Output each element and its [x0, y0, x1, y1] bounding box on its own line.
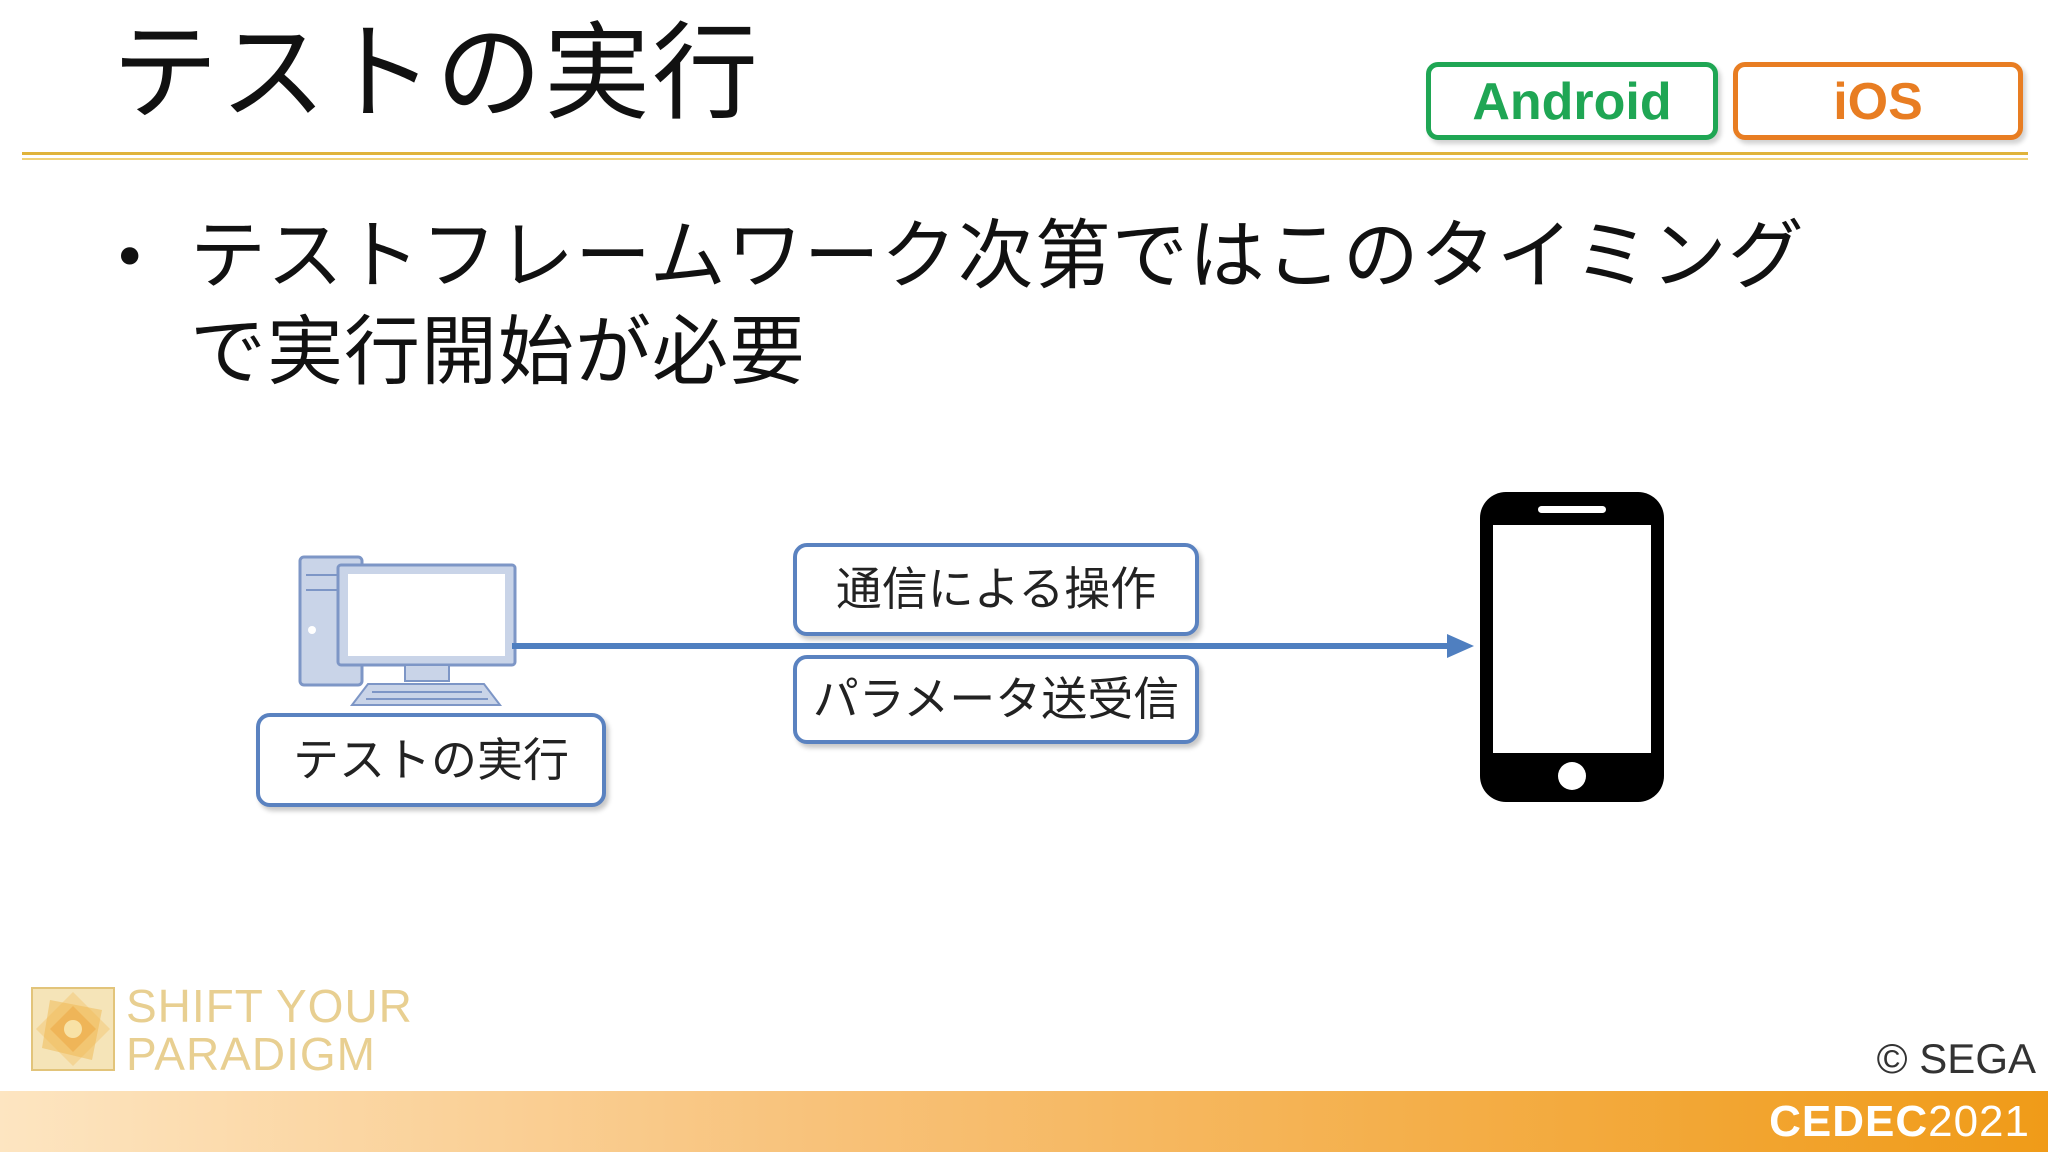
title-divider-secondary	[22, 158, 2028, 160]
bullet-marker: •	[112, 223, 148, 293]
brand-tagline: SHIFT YOUR PARADIGM	[126, 982, 413, 1078]
smartphone-icon	[1480, 492, 1664, 802]
brand-line-2: PARADIGM	[126, 1028, 376, 1080]
event-year: 2021	[1928, 1097, 2030, 1146]
shift-your-paradigm-logo: SHIFT YOUR PARADIGM	[30, 982, 412, 1080]
parameter-exchange-label: パラメータ送受信	[793, 655, 1199, 744]
title-divider	[22, 152, 2028, 155]
copyright-notice: © SEGA	[1876, 1035, 2036, 1082]
communication-arrow	[512, 634, 1474, 658]
cedec-logo: CEDEC2021	[1769, 1098, 2030, 1146]
ios-tag: iOS	[1733, 62, 2023, 140]
android-tag: Android	[1426, 62, 1718, 140]
spiral-logo-icon	[31, 987, 115, 1071]
test-execution-label: テストの実行	[256, 713, 606, 807]
bullet-text: テストフレームワーク次第ではこのタイミング で実行開始が必要	[190, 208, 1910, 400]
bullet-line-2: で実行開始が必要	[190, 307, 806, 396]
desktop-computer-icon	[298, 555, 517, 706]
brand-line-1: SHIFT YOUR	[126, 980, 413, 1032]
slide-title: テストの実行	[112, 12, 760, 135]
event-name: CEDEC	[1769, 1097, 1929, 1146]
remote-operation-label: 通信による操作	[793, 543, 1199, 636]
footer-bar	[0, 1091, 2048, 1152]
bullet-line-1: テストフレームワーク次第ではこのタイミング	[190, 211, 1805, 300]
